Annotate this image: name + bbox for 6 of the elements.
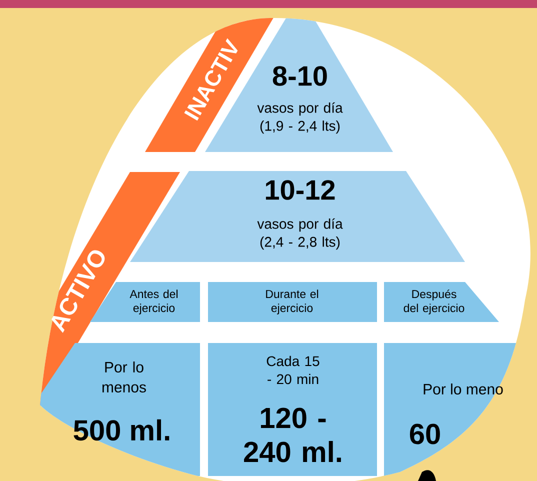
table-cell: Antes del ejercicio: [90, 282, 200, 322]
table-cell: Cada 15 - 20 min 120 - 240 ml.: [208, 343, 377, 476]
table-cell: Durante el ejercicio: [208, 282, 377, 322]
pyramid-tier: 10-12 vasos por día (2,4 - 2,8 lts): [130, 171, 465, 262]
table-cell: Por lo menos 500 ml.: [40, 343, 200, 476]
table-cell: Después del ejercicio: [384, 282, 499, 322]
